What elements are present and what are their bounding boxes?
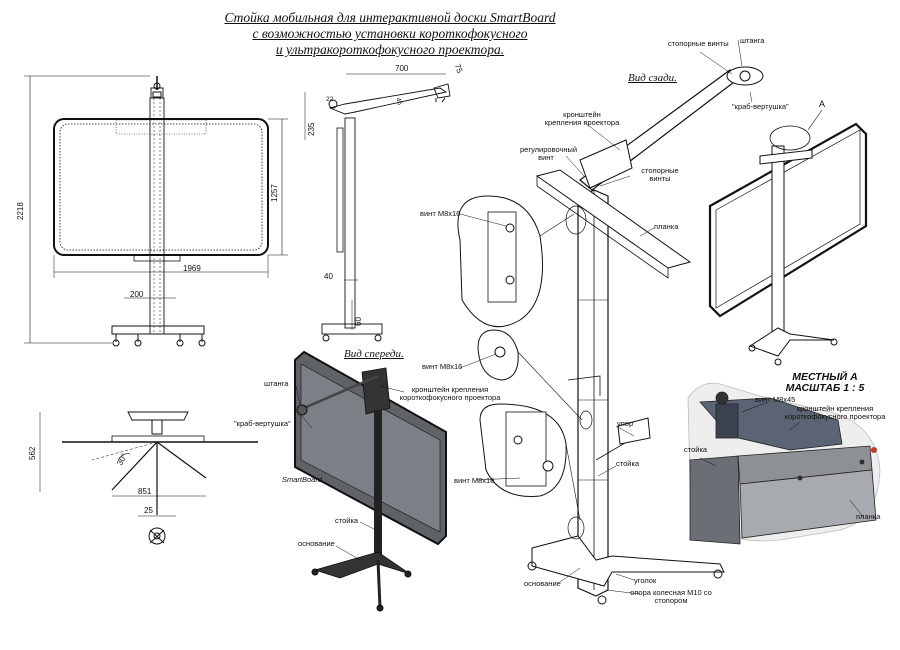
label-ugolok: уголок — [634, 576, 657, 585]
dim-board-height: 1257 — [270, 184, 279, 202]
side-elevation-view — [304, 73, 451, 342]
marker-a: A — [819, 99, 826, 109]
label-smartboard: SmartBoard — [282, 475, 323, 484]
dim-700: 700 — [395, 64, 409, 73]
title-line-1: Стойка мобильная для интерактивной доски… — [224, 10, 556, 25]
label-krab-front: "краб-вертушка" — [234, 419, 291, 428]
board-outline — [53, 118, 269, 256]
rear-isometric-view — [527, 66, 764, 605]
caption-rear-view: Вид сзади. — [628, 72, 677, 84]
title-line-2: с возможностью установки короткофокусног… — [252, 26, 528, 41]
label-kronshtein-detail: кронштейн крепления короткофокусного про… — [784, 404, 886, 421]
label-stopornye-vinty-top: стопорные винты — [668, 39, 729, 48]
dim-562: 562 — [28, 446, 37, 460]
label-shtanga-top: штанга — [740, 36, 765, 45]
caption-detail-a-2: МАСШТАБ 1 : 5 — [785, 382, 865, 394]
front-isometric-view — [294, 350, 447, 612]
label-vint-m8x16-c: винт М8х16 — [454, 476, 495, 485]
label-upor: упор — [617, 419, 634, 428]
label-osnovanie-front: основание — [298, 539, 335, 548]
label-stopornye-vinty-mid: стопорные винты — [641, 166, 679, 183]
caption-front-view: Вид спереди. — [344, 348, 404, 360]
label-vint-m8x16-b: винт М8х16 — [422, 362, 463, 371]
dim-total-height: 2218 — [16, 202, 25, 220]
label-kronshtein-front: кронштейн крепления короткофокусного про… — [399, 385, 501, 402]
label-opora: опора колесная М10 со стопором — [630, 588, 712, 605]
label-osnovanie-mid: основание — [524, 579, 561, 588]
dim-60: 60 — [354, 317, 363, 326]
label-kronshtein-proektora: кронштейн крепления проектора — [544, 110, 620, 127]
dim-board-width: 1969 — [183, 264, 201, 273]
dim-40: 40 — [324, 272, 333, 281]
dim-25: 25 — [144, 506, 153, 515]
label-stoika-detail: стойка — [684, 445, 708, 454]
leader-lines — [295, 39, 865, 595]
front-elevation-view — [24, 75, 288, 347]
label-stoika-front: стойка — [335, 516, 359, 525]
dim-200: 200 — [130, 290, 144, 299]
rear-small-view — [708, 109, 868, 366]
label-krab-top: "краб-вертушка" — [732, 102, 789, 111]
label-shtanga-front: штанга — [264, 379, 289, 388]
label-stoika-mid: стойка — [616, 459, 640, 468]
post — [149, 97, 165, 335]
local-detail-a — [687, 382, 881, 545]
label-vint-m8x45: винт М8х45 — [755, 395, 796, 404]
dim-851: 851 — [138, 487, 152, 496]
label-vint-m8x16-a: винт М8х16 — [420, 209, 461, 218]
label-planka-mid: планка — [654, 222, 679, 231]
title-line-3: и ультракороткофокусного проектора. — [275, 42, 505, 57]
dim-22: 22 — [326, 96, 334, 103]
detail-callouts — [457, 195, 583, 521]
label-planka-detail: планка — [856, 512, 881, 521]
base-plan-view — [39, 411, 258, 545]
label-reg-vint: регулировочный винт — [520, 145, 578, 162]
dim-235: 235 — [307, 122, 316, 136]
caption-detail-a-1: МЕСТНЫЙ А — [792, 371, 858, 383]
